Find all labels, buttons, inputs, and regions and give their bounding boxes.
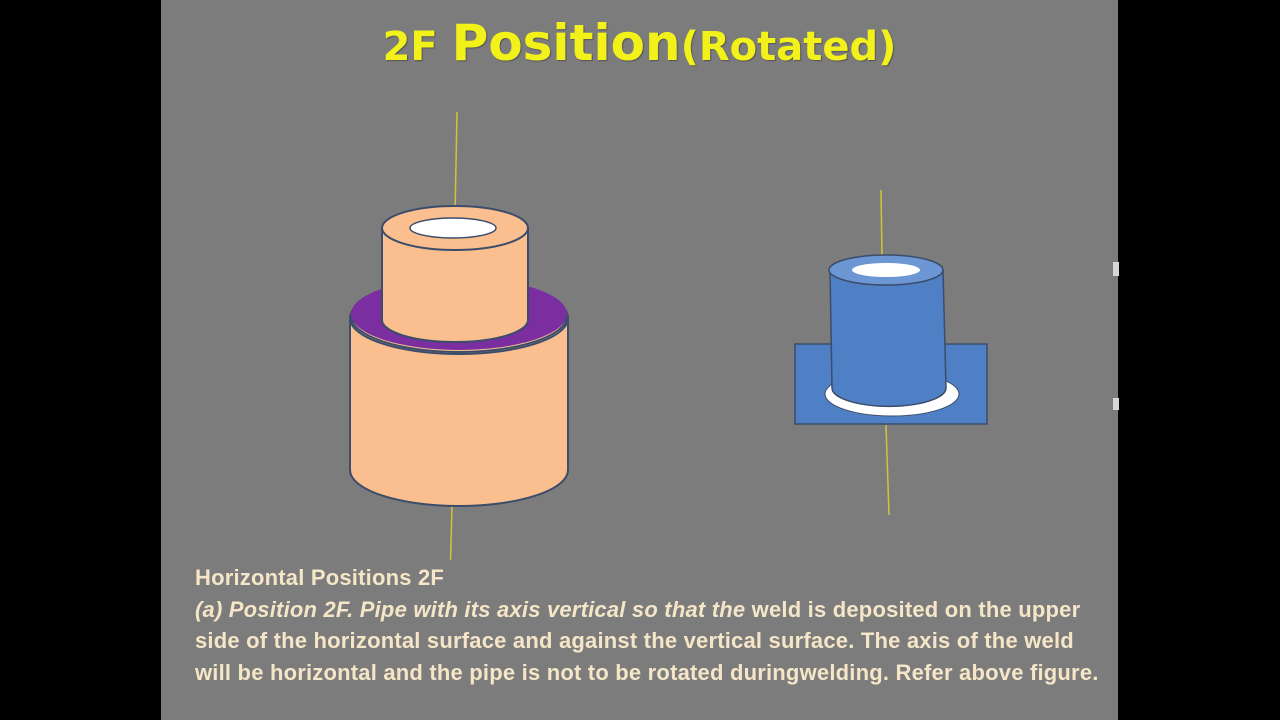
right-axis-line	[880, 189, 883, 259]
slide-title: 2F Position(Rotated)	[161, 14, 1118, 72]
left-axis-line-bottom	[449, 504, 453, 560]
blue-pipe	[828, 254, 947, 408]
side-scroll-marker	[1113, 262, 1119, 276]
caption-italic-lead: (a) Position 2F. Pipe with its axis vert…	[195, 596, 746, 622]
left-axis-line	[454, 111, 458, 216]
pipe-figure	[349, 111, 988, 560]
slide: 2F Position(Rotated)	[161, 0, 1118, 720]
caption-heading: Horizontal Positions 2F	[195, 565, 445, 590]
caption: Horizontal Positions 2F (a) Position 2F.…	[195, 562, 1105, 688]
caption-body: weld is deposited on the upper side of t…	[195, 596, 1099, 685]
caption-paragraph: (a) Position 2F. Pipe with its axis vert…	[195, 594, 1105, 689]
small-pipe	[381, 205, 529, 343]
side-scroll-marker-2	[1113, 398, 1119, 410]
title-main: Position	[451, 14, 681, 72]
right-axis-line-bottom	[885, 424, 890, 516]
title-suffix: (Rotated)	[680, 24, 897, 70]
title-prefix: 2F	[382, 24, 452, 70]
